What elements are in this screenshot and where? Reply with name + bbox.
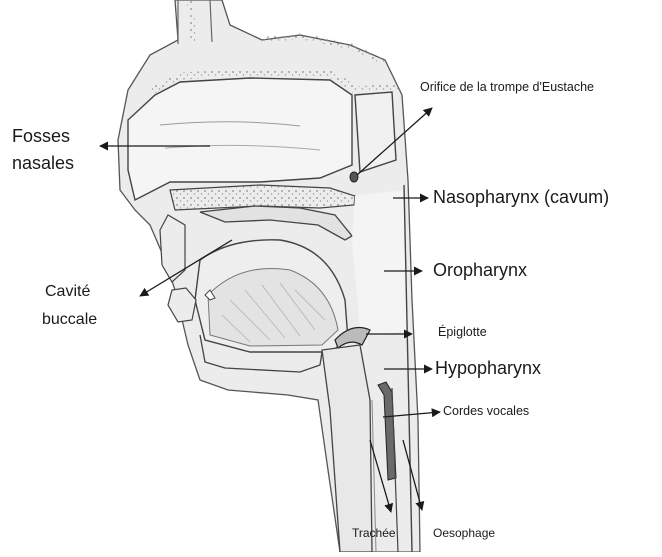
label-cavite-buccale-2: buccale — [42, 310, 97, 330]
label-fosses-nasales-1: Fosses — [12, 125, 70, 148]
label-epiglotte: Épiglotte — [438, 325, 487, 341]
label-trachee: Trachée — [352, 526, 396, 541]
label-hypopharynx: Hypopharynx — [435, 357, 541, 380]
pharynx — [352, 190, 408, 336]
label-orifice-trompe: Orifice de la trompe d'Eustache — [420, 80, 594, 96]
eustachian-orifice — [350, 172, 358, 182]
label-cordes-vocales: Cordes vocales — [443, 404, 529, 420]
label-nasopharynx: Nasopharynx (cavum) — [433, 186, 609, 209]
label-oropharynx: Oropharynx — [433, 259, 527, 282]
label-cavite-buccale-1: Cavité — [45, 282, 90, 302]
label-fosses-nasales-2: nasales — [12, 152, 74, 175]
sphenoid-sinus — [355, 92, 396, 172]
upper-lip — [160, 215, 185, 282]
label-oesophage: Oesophage — [433, 526, 495, 541]
